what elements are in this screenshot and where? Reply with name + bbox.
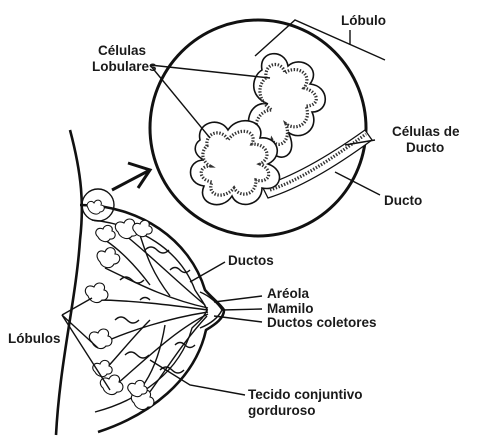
- label-lobulos: Lóbulos: [8, 331, 61, 346]
- magnification-arrow: [112, 163, 150, 190]
- label-areola: Aréola: [267, 286, 310, 301]
- fatty-tissue-squiggles: [115, 247, 195, 373]
- label-lobulo: Lóbulo: [341, 13, 386, 28]
- magnified-region-lobule: [87, 200, 104, 214]
- label-ductos-coletores: Ductos coletores: [267, 315, 377, 330]
- label-mamilo: Mamilo: [267, 301, 314, 316]
- label-ducto: Ducto: [384, 193, 422, 208]
- label-celulas-lobulares-line1: Células: [98, 43, 146, 58]
- label-tecido-line1: Tecido conjuntivo: [248, 387, 363, 402]
- label-tecido-line2: gorduroso: [248, 403, 316, 418]
- label-celulas-de-ducto-line2: Ducto: [406, 140, 444, 155]
- label-celulas-de-ducto-line1: Células de: [392, 124, 460, 139]
- label-celulas-lobulares-line2: Lobulares: [92, 59, 157, 74]
- label-ductos: Ductos: [228, 253, 274, 268]
